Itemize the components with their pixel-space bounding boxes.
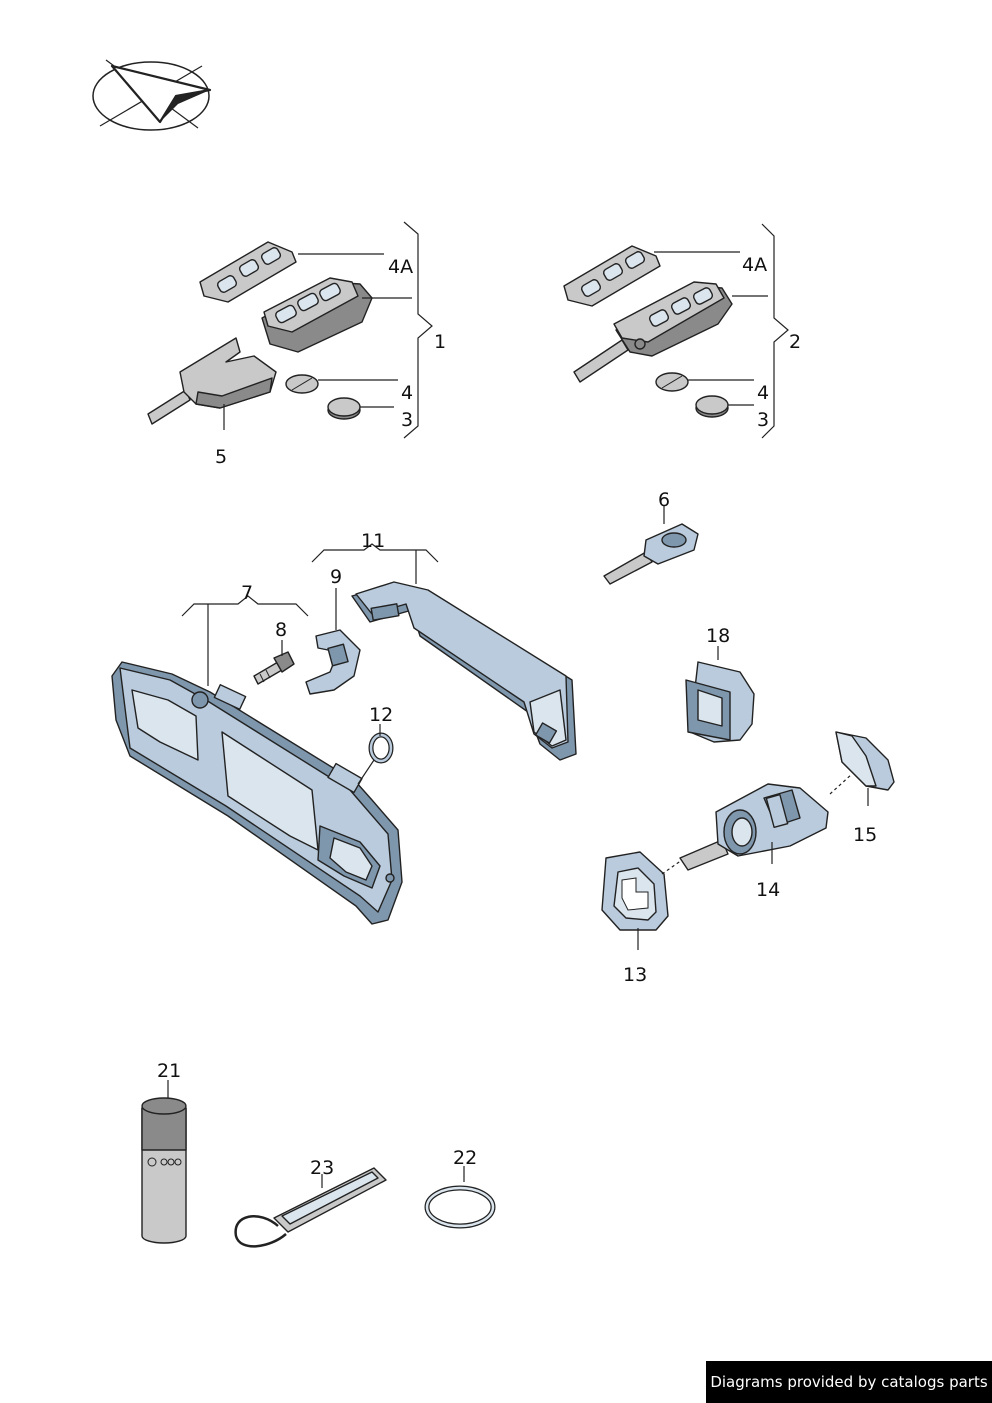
battery-cover-4-right: [655, 372, 689, 392]
callout-23: 23: [310, 1157, 335, 1179]
callout-2: 2: [789, 331, 802, 353]
battery-3-right: [695, 395, 729, 418]
battery-3-left: [327, 397, 361, 420]
callout-12: 12: [369, 704, 394, 726]
orientation-logo: [92, 59, 212, 131]
callout-1: 1: [434, 331, 447, 353]
callout-3-left: 3: [401, 409, 414, 431]
callout-4-right: 4: [757, 382, 770, 404]
clip-9: [305, 629, 361, 695]
callout-14: 14: [756, 879, 781, 901]
callout-8: 8: [275, 619, 288, 641]
credit-text: Diagrams provided by catalogs parts: [710, 1373, 988, 1391]
callout-22: 22: [453, 1147, 478, 1169]
callout-18: 18: [706, 625, 731, 647]
callout-21: 21: [157, 1060, 182, 1082]
handle-bracket-7: [111, 661, 403, 925]
callout-7: 7: [241, 582, 254, 604]
spray-can-21: [141, 1097, 187, 1244]
key-6: [603, 523, 699, 585]
callout-13: 13: [623, 964, 648, 986]
remote-body-left: [261, 277, 373, 353]
callout-4-left: 4: [401, 382, 414, 404]
callout-3-right: 3: [757, 409, 770, 431]
key-blank-5: [147, 337, 277, 425]
remote-cover-4a-right: [563, 245, 661, 307]
battery-cover-4-left: [285, 374, 319, 394]
remote-cover-4a-left: [199, 241, 297, 303]
screw-8: [253, 651, 295, 685]
callout-9: 9: [330, 566, 343, 588]
callout-11: 11: [361, 530, 386, 552]
callout-4a-left: 4A: [388, 256, 414, 278]
callout-6: 6: [658, 489, 671, 511]
ring-22: [424, 1185, 496, 1229]
seal-13: [601, 851, 669, 931]
flip-key-remote-right: [573, 281, 733, 383]
callout-4a-right: 4A: [742, 254, 768, 276]
callout-15: 15: [853, 824, 878, 846]
callout-5: 5: [215, 446, 228, 468]
insert-18: [685, 661, 755, 743]
key-tag-23: [234, 1167, 387, 1248]
door-handle-11: [351, 581, 577, 761]
cap-15: [835, 731, 895, 791]
credit-banner: Diagrams provided by catalogs parts: [706, 1361, 992, 1403]
lock-cylinder-14: [679, 783, 829, 871]
o-ring-12: [368, 732, 394, 764]
